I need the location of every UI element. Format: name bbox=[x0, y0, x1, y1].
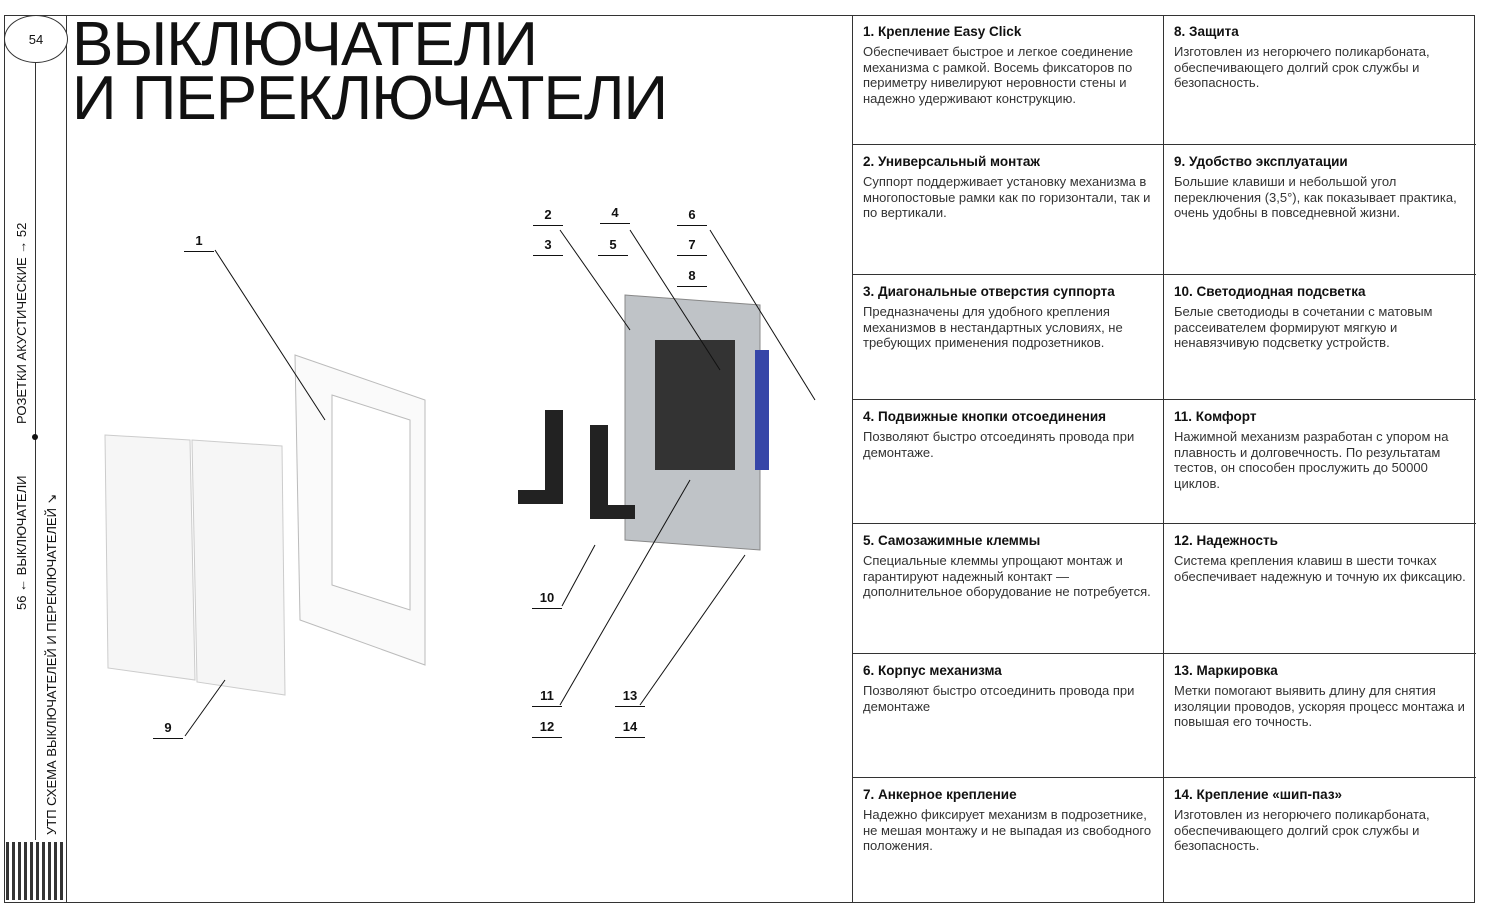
callout-5: 5 bbox=[598, 237, 628, 256]
feature-text: Позволяют быстро отсоединять провода при… bbox=[863, 429, 1135, 460]
feature-text: Предназначены для удобного крепления мех… bbox=[863, 304, 1123, 350]
feature-text: Нажимной механизм разработан с упором на… bbox=[1174, 429, 1449, 491]
callout-1: 1 bbox=[184, 233, 214, 252]
mechanism bbox=[624, 294, 769, 551]
callout-12: 12 bbox=[532, 719, 562, 738]
callout-11: 11 bbox=[532, 688, 562, 707]
sidebar-divider bbox=[35, 62, 36, 840]
feature-text: Система крепления клавиш в шести точках … bbox=[1174, 553, 1466, 584]
callout-14: 14 bbox=[615, 719, 645, 738]
title-line-1: ВЫКЛЮЧАТЕЛИ bbox=[72, 10, 538, 79]
nav-dot bbox=[32, 434, 38, 440]
page-number: 54 bbox=[4, 15, 68, 63]
feature-text: Суппорт поддерживает установку механизма… bbox=[863, 174, 1151, 220]
frame bbox=[294, 354, 426, 666]
feature-title: 11. Комфорт bbox=[1174, 409, 1257, 424]
feature-title: 7. Анкерное крепление bbox=[863, 787, 1017, 802]
switch-keys bbox=[104, 434, 286, 696]
feature-title: 13. Маркировка bbox=[1174, 663, 1278, 678]
feature-text: Обеспечивает быстрое и легкое соединение… bbox=[863, 44, 1133, 106]
feature-text: Изготовлен из негорючего поликарбоната, … bbox=[1174, 44, 1430, 90]
feature-title: 1. Крепление Easy Click bbox=[863, 24, 1022, 39]
feature-title: 4. Подвижные кнопки отсоединения bbox=[863, 409, 1107, 424]
feature-text: Метки помогают выявить длину для снятия … bbox=[1174, 683, 1465, 729]
page-frame bbox=[4, 15, 1475, 903]
feature-text: Позволяют быстро отсоединить провода при… bbox=[863, 683, 1135, 714]
feature-title: 12. Надежность bbox=[1174, 533, 1278, 548]
nav-section-link[interactable]: УТП СХЕМА ВЫКЛЮЧАТЕЛЕЙ И ПЕРЕКЛЮЧАТЕЛЕЙ … bbox=[44, 493, 59, 835]
title-line-2: И ПЕРЕКЛЮЧАТЕЛИ bbox=[72, 64, 668, 133]
feature-title: 2. Универсальный монтаж bbox=[863, 154, 1040, 169]
callout-9: 9 bbox=[153, 720, 183, 739]
callout-13: 13 bbox=[615, 688, 645, 707]
led-modules bbox=[518, 410, 635, 519]
nav-prev-link[interactable]: 56 ← ВЫКЛЮЧАТЕЛИ bbox=[14, 475, 29, 610]
callout-7: 7 bbox=[677, 237, 707, 256]
feature-title: 9. Удобство эксплуатации bbox=[1174, 154, 1348, 169]
callout-2: 2 bbox=[533, 207, 563, 226]
feature-cell: 14. Крепление «шип-паз» Изготовлен из нег… bbox=[1164, 778, 1476, 902]
feature-title: 3. Диагональные отверстия суппорта bbox=[863, 284, 1115, 299]
exploded-diagram bbox=[104, 229, 816, 737]
feature-title: 8. Защита bbox=[1174, 24, 1239, 39]
feature-title: 10. Светодиодная подсветка bbox=[1174, 284, 1366, 299]
leader-lines bbox=[184, 229, 816, 737]
feature-title: 5. Самозажимные клеммы bbox=[863, 533, 1041, 548]
feature-text: Изготовлен из негорючего поликарбоната, … bbox=[1174, 807, 1430, 853]
feature-text: Большие клавиши и небольшой угол переклю… bbox=[1174, 174, 1457, 220]
callout-3: 3 bbox=[533, 237, 563, 256]
feature-title: 14. Крепление «шип-паз» bbox=[1174, 787, 1343, 802]
qr-code[interactable] bbox=[6, 842, 64, 900]
feature-text: Надежно фиксирует механизм в подрозетник… bbox=[863, 807, 1152, 853]
feature-title: 6. Корпус механизма bbox=[863, 663, 1002, 678]
callout-8: 8 bbox=[677, 268, 707, 287]
page-title: ВЫКЛЮЧАТЕЛИ И ПЕРЕКЛЮЧАТЕЛИ bbox=[72, 10, 668, 133]
sidebar bbox=[4, 15, 67, 903]
callout-4: 4 bbox=[600, 205, 630, 224]
feature-text: Специальные клеммы упрощают монтаж и гар… bbox=[863, 553, 1151, 599]
nav-next-link[interactable]: РОЗЕТКИ АКУСТИЧЕСКИЕ → 52 bbox=[14, 222, 29, 424]
callout-6: 6 bbox=[677, 207, 707, 226]
feature-text: Белые светодиоды в сочетании с матовым р… bbox=[1174, 304, 1433, 350]
callout-10: 10 bbox=[532, 590, 562, 609]
